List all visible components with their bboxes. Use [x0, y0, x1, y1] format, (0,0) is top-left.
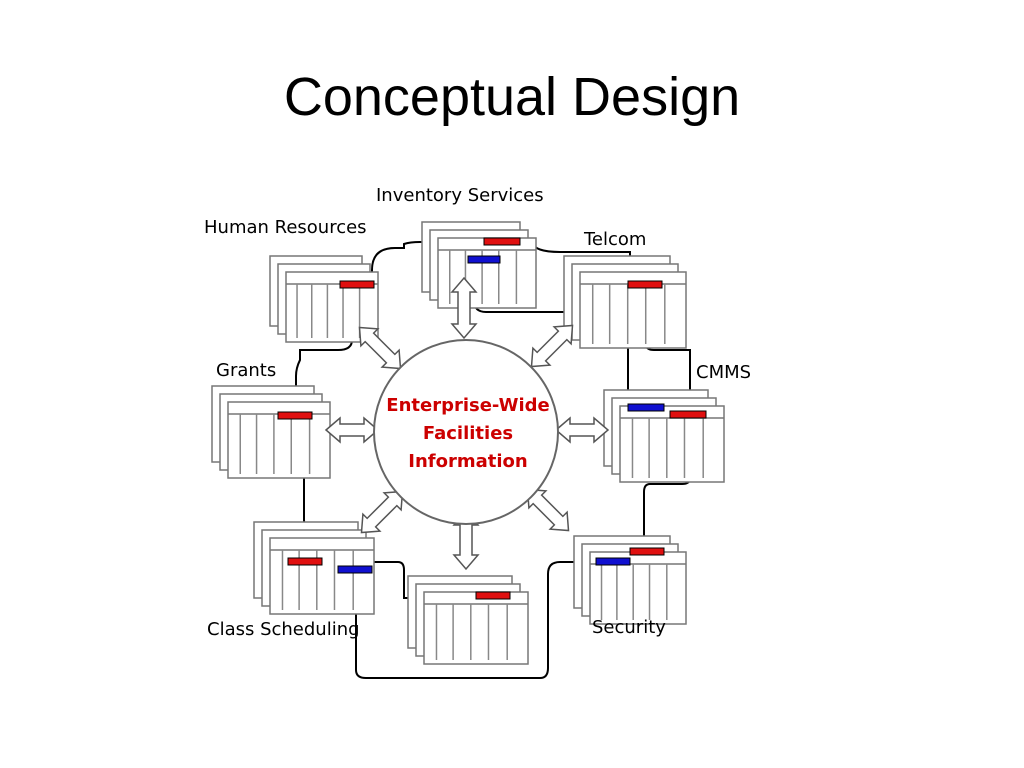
hub-arrow	[324, 416, 380, 444]
label-inventory-services: Inventory Services	[376, 185, 544, 206]
db-class-scheduling	[253, 521, 375, 615]
link-class-bottom	[350, 561, 466, 599]
db-red-field	[627, 280, 663, 289]
hub-arrow	[452, 509, 480, 571]
db-telcom	[563, 255, 687, 349]
label-security: Security	[592, 617, 666, 638]
db-red-field	[483, 237, 521, 246]
db-unlabeled-bottom	[407, 575, 529, 665]
db-security	[573, 535, 687, 625]
db-blue-field	[467, 255, 501, 264]
label-human-resources: Human Resources	[204, 217, 367, 238]
hub-circle	[373, 339, 559, 525]
db-cmms	[603, 389, 725, 483]
db-blue-field	[595, 557, 631, 566]
link-hr-grants	[290, 285, 353, 415]
db-red-field	[277, 411, 313, 420]
db-human-resources	[269, 255, 379, 343]
db-red-field	[629, 547, 665, 556]
hub-line-3: Information	[408, 451, 527, 472]
hub-arrow	[554, 416, 610, 444]
label-class-scheduling: Class Scheduling	[207, 619, 360, 640]
db-inventory-services	[421, 221, 537, 309]
db-red-field	[339, 280, 375, 289]
label-cmms: CMMS	[696, 362, 751, 383]
slide-title: Conceptual Design	[283, 67, 741, 127]
hub-arrow	[526, 488, 570, 532]
hub-arrows	[324, 276, 610, 571]
db-page	[437, 237, 537, 309]
hub-line-2: Facilities	[423, 423, 513, 444]
hub-line-1: Enterprise-Wide	[386, 395, 549, 416]
db-red-field	[287, 557, 323, 566]
db-red-field	[669, 410, 707, 419]
db-page	[423, 591, 529, 665]
link-class-security	[355, 561, 600, 679]
db-blue-field	[627, 403, 665, 412]
hub-arrow	[530, 324, 574, 368]
hub-arrow	[450, 276, 478, 340]
label-grants: Grants	[216, 360, 276, 381]
db-grants	[211, 385, 331, 479]
db-red-field	[475, 591, 511, 600]
link-hr-inventory	[371, 241, 488, 284]
label-telcom: Telcom	[583, 229, 646, 250]
db-blue-field	[337, 565, 373, 574]
